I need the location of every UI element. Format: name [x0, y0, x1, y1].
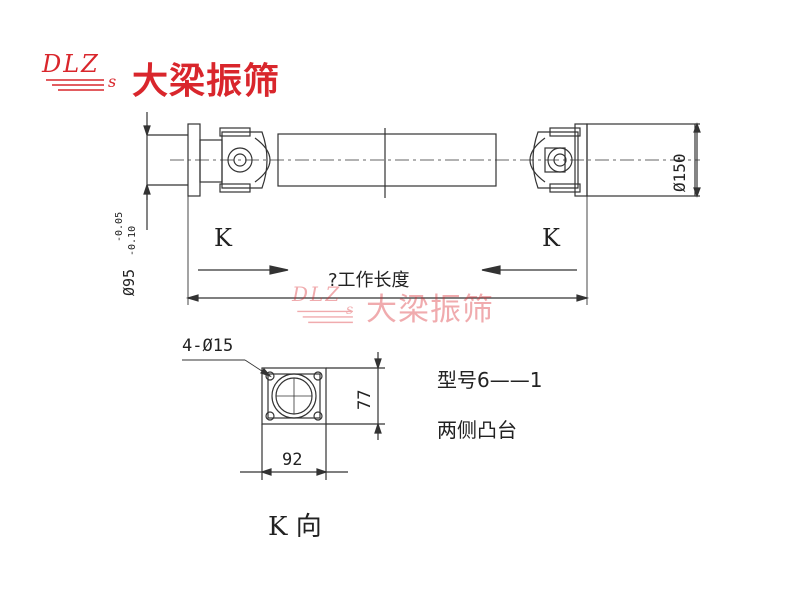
logo-mark-icon: [46, 79, 104, 91]
k-arrow-right: [481, 265, 577, 275]
k-label-right: K: [542, 224, 560, 252]
dim-width: [240, 424, 348, 480]
k-arrow-left: [198, 265, 289, 275]
brand-letters: DLZ: [42, 50, 100, 78]
watermark-mark-icon: [297, 310, 353, 324]
watermark-letters: DLZ: [292, 282, 342, 306]
left-tolerance-lower: -0.10: [127, 225, 138, 256]
k-view-flange: [261, 367, 327, 425]
watermark-sub: s: [346, 302, 354, 318]
brand-logo: DLZ s 大梁振筛: [40, 50, 310, 102]
left-shaft-stub: [146, 123, 201, 200]
left-tolerance-upper: -0.05: [114, 211, 125, 242]
dim-height: [326, 352, 385, 440]
model-label: 型号6——1: [437, 368, 543, 392]
note-label: 两侧凸台: [437, 418, 517, 442]
left-yoke: [199, 127, 271, 193]
width-label: 92: [282, 450, 303, 470]
dim-length: [185, 294, 590, 302]
dim-right-diameter: [693, 122, 701, 198]
right-diameter-label: Ø150: [670, 153, 689, 192]
watermark-logo: DLZ s 大梁振筛: [290, 282, 520, 328]
k-label-left: K: [214, 224, 232, 252]
dim-left-diameter: [143, 112, 151, 230]
height-label: 77: [355, 389, 375, 410]
view-label: K 向: [268, 512, 322, 542]
brand-sub: s: [108, 72, 117, 91]
hole-spec-label: 4-Ø15: [182, 336, 234, 356]
shaft-tube: [277, 128, 497, 198]
watermark-name: 大梁振筛: [366, 292, 494, 328]
left-diameter-label: Ø95: [120, 268, 138, 296]
length-label: ?工作长度: [328, 270, 410, 291]
brand-name: 大梁振筛: [132, 61, 281, 102]
